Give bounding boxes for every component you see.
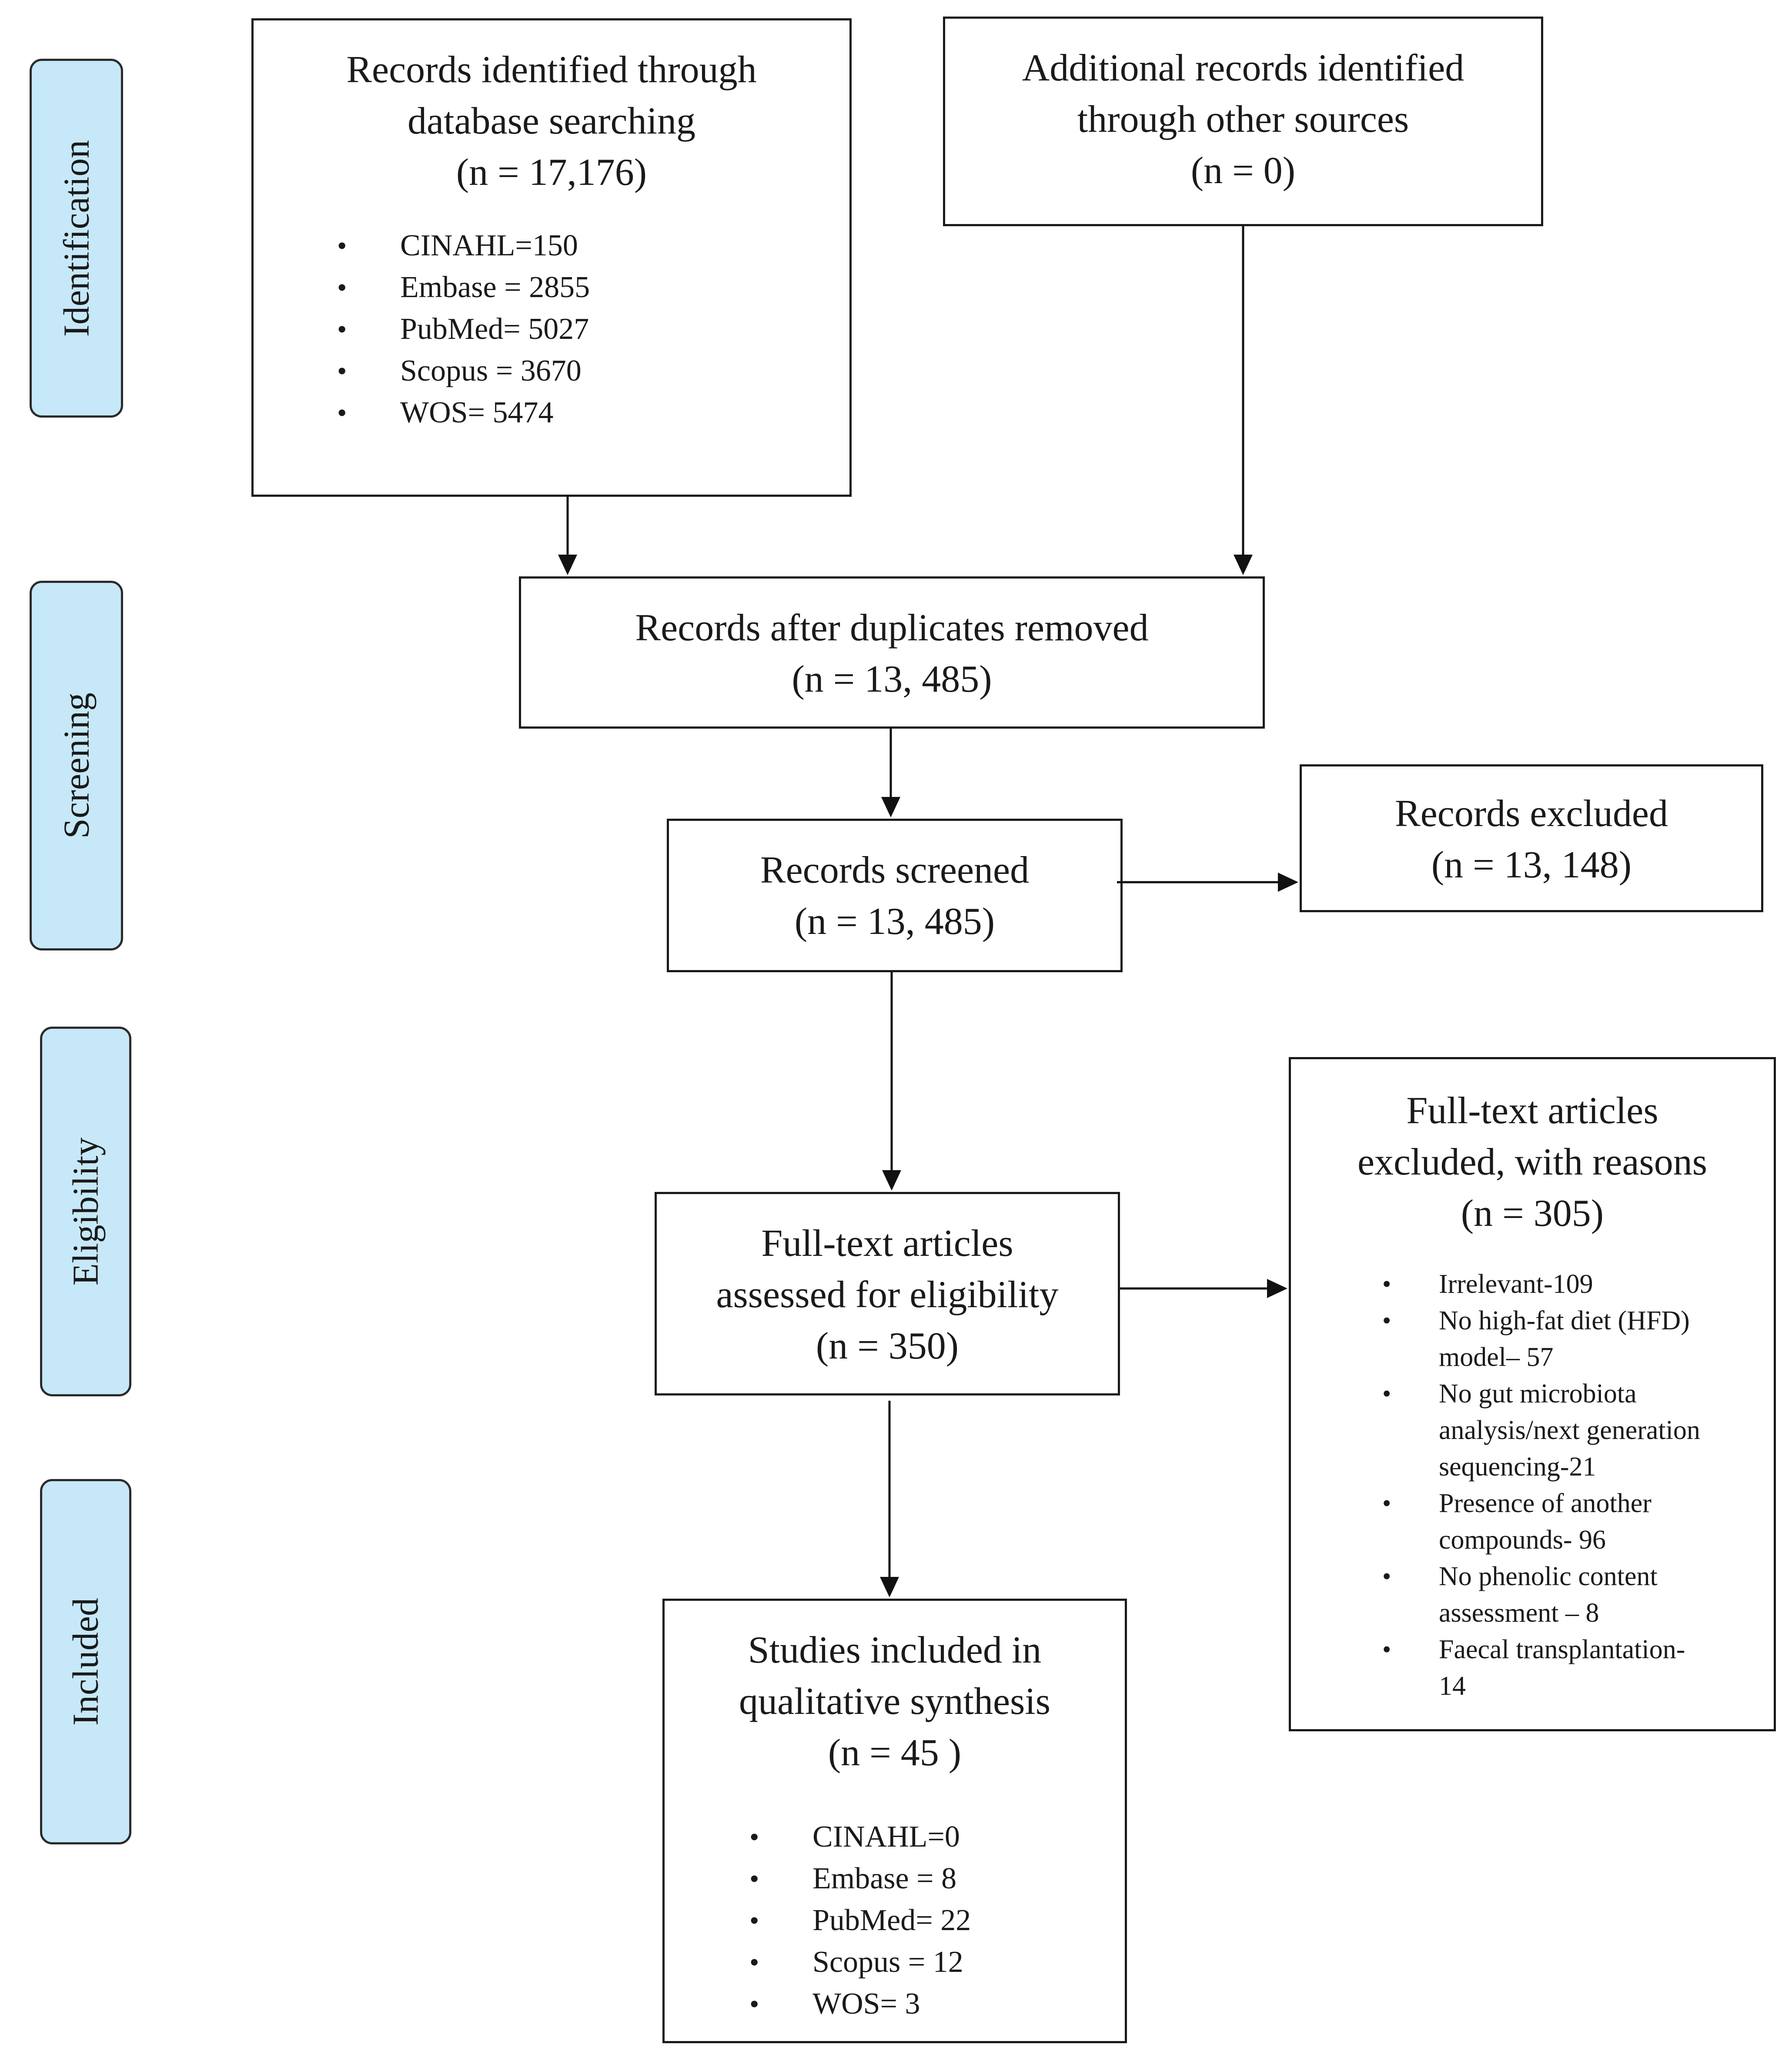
list-item: No gut microbiota analysis/next generati… — [1382, 1375, 1761, 1485]
reason-line: model– 57 — [1439, 1342, 1554, 1372]
records-screened-box: Records screened (n = 13, 485) — [667, 819, 1123, 972]
records-excluded-title: Records excluded — [1395, 793, 1668, 835]
list-item: WOS= 3 — [749, 1983, 971, 2025]
list-item: Scopus = 12 — [749, 1941, 971, 1983]
arrowhead-other-to-duplicates — [1234, 555, 1253, 575]
list-item: No high-fat diet (HFD) model– 57 — [1382, 1302, 1761, 1375]
arrowhead-assessed-to-excluded — [1267, 1279, 1287, 1298]
other-sources-count: (n = 0) — [1190, 150, 1296, 192]
records-excluded-box: Records excluded (n = 13, 148) — [1300, 764, 1763, 912]
list-item: Presence of another compounds- 96 — [1382, 1485, 1761, 1558]
duplicates-removed-count: (n = 13, 485) — [792, 658, 992, 700]
list-item: Embase = 8 — [749, 1858, 971, 1900]
arrowhead-database-to-duplicates — [558, 555, 577, 575]
list-item: PubMed= 22 — [749, 1900, 971, 1941]
duplicates-removed-title: Records after duplicates removed — [635, 607, 1149, 649]
full-text-excluded-title-line1: Full-text articles — [1406, 1090, 1658, 1132]
records-screened-title: Records screened — [760, 849, 1030, 891]
database-search-box: Records identified through database sear… — [251, 18, 852, 497]
phase-included: Included — [40, 1479, 131, 1844]
database-source-list: CINAHL=150 Embase = 2855 PubMed= 5027 Sc… — [337, 225, 590, 434]
studies-included-count: (n = 45 ) — [828, 1732, 962, 1774]
list-item: Scopus = 3670 — [337, 350, 590, 392]
database-search-title-line1: Records identified through — [346, 49, 757, 91]
list-item: CINAHL=0 — [749, 1816, 971, 1858]
other-sources-box: Additional records identified through ot… — [943, 17, 1543, 226]
arrowhead-duplicates-to-screened — [881, 797, 900, 817]
included-source-list: CINAHL=0 Embase = 8 PubMed= 22 Scopus = … — [749, 1816, 971, 2025]
database-search-title-line2: database searching — [407, 100, 696, 142]
studies-included-box: Studies included in qualitative synthesi… — [662, 1599, 1127, 2043]
reason-line: No phenolic content — [1439, 1562, 1658, 1591]
list-item: Embase = 2855 — [337, 267, 590, 308]
full-text-assessed-box: Full-text articles assessed for eligibil… — [655, 1192, 1120, 1395]
list-item: Faecal transplantation- 14 — [1382, 1631, 1761, 1704]
arrowhead-screened-to-assessed — [882, 1170, 901, 1191]
records-screened-count: (n = 13, 485) — [794, 900, 995, 943]
records-excluded-count: (n = 13, 148) — [1431, 844, 1632, 886]
reason-line: 14 — [1439, 1671, 1466, 1701]
reason-line: No high-fat diet (HFD) — [1439, 1306, 1690, 1335]
phase-eligibility: Eligibility — [40, 1027, 131, 1396]
phase-screening: Screening — [30, 581, 123, 950]
studies-included-title-line2: qualitative synthesis — [739, 1680, 1051, 1723]
arrowhead-assessed-to-included — [880, 1577, 899, 1597]
reason-line: analysis/next generation — [1439, 1416, 1700, 1445]
reason-line: Presence of another — [1439, 1489, 1652, 1518]
reason-line: sequencing-21 — [1439, 1452, 1596, 1482]
full-text-excluded-count: (n = 305) — [1461, 1192, 1604, 1235]
full-text-assessed-title-line2: assessed for eligibility — [716, 1274, 1059, 1316]
list-item: WOS= 5474 — [337, 392, 590, 434]
arrowhead-screened-to-excluded — [1278, 873, 1298, 892]
full-text-assessed-title-line1: Full-text articles — [761, 1222, 1013, 1265]
database-search-count: (n = 17,176) — [456, 151, 647, 194]
reason-line: compounds- 96 — [1439, 1525, 1606, 1555]
reason-line: Irrelevant-109 — [1439, 1269, 1593, 1299]
duplicates-removed-box: Records after duplicates removed (n = 13… — [519, 576, 1265, 729]
reason-line: Faecal transplantation- — [1439, 1635, 1685, 1664]
reason-line: assessment – 8 — [1439, 1598, 1599, 1628]
list-item: No phenolic content assessment – 8 — [1382, 1558, 1761, 1631]
full-text-assessed-count: (n = 350) — [816, 1325, 959, 1367]
list-item: CINAHL=150 — [337, 225, 590, 267]
exclusion-reasons-list: Irrelevant-109 No high-fat diet (HFD) mo… — [1382, 1266, 1761, 1704]
list-item: Irrelevant-109 — [1382, 1266, 1761, 1302]
list-item: PubMed= 5027 — [337, 308, 590, 350]
full-text-excluded-title-line2: excluded, with reasons — [1357, 1141, 1707, 1183]
other-sources-title-line1: Additional records identified — [1022, 47, 1464, 89]
reason-line: No gut microbiota — [1439, 1379, 1637, 1409]
other-sources-title-line2: through other sources — [1077, 98, 1409, 141]
phase-identification: Identification — [30, 59, 123, 418]
full-text-excluded-box: Full-text articles excluded, with reason… — [1289, 1057, 1776, 1731]
studies-included-title-line1: Studies included in — [748, 1629, 1042, 1671]
